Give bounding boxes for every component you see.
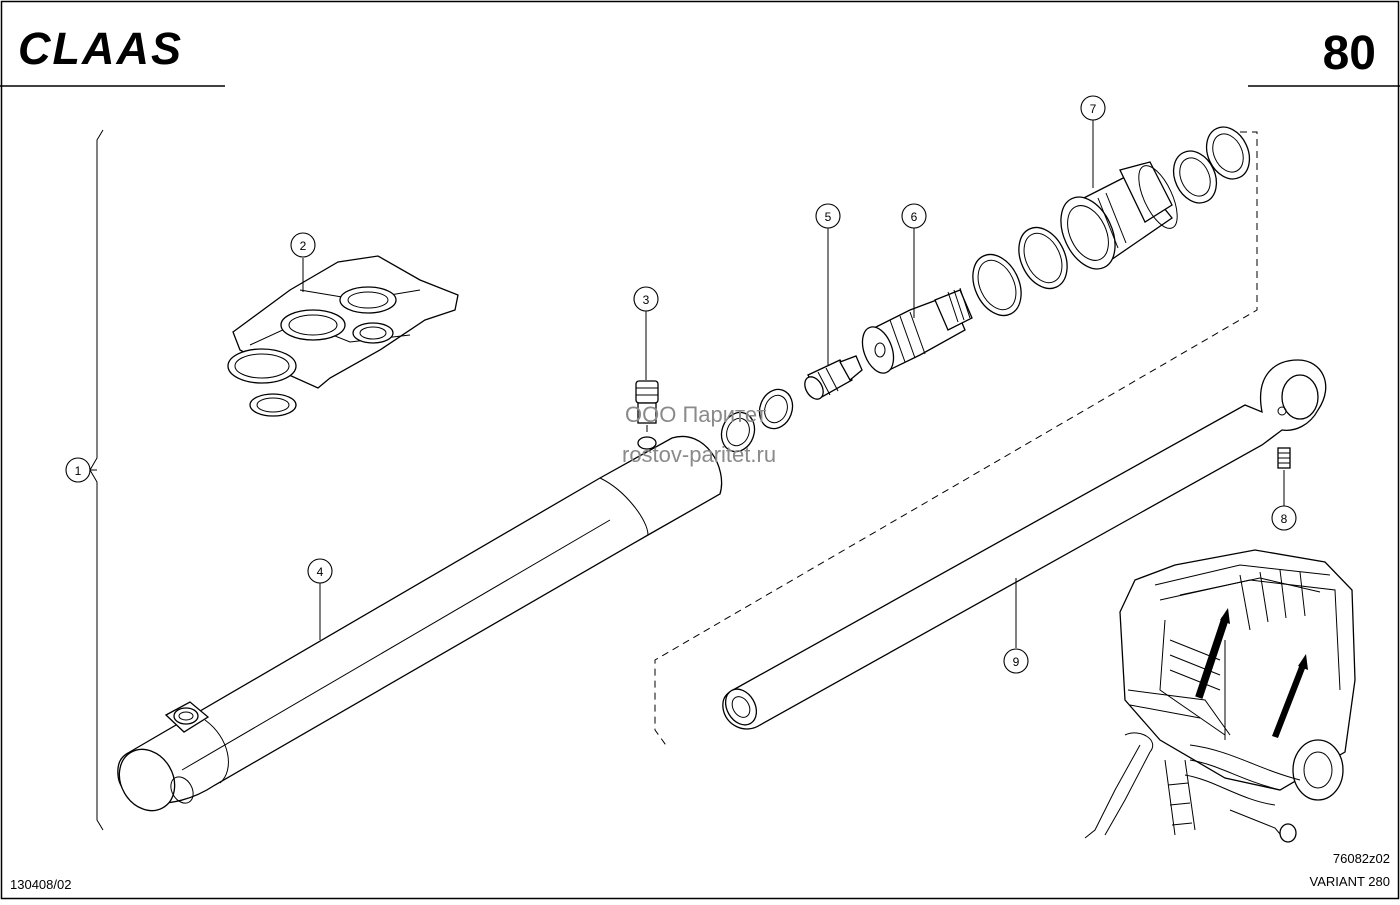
callout-2-label: 2 [300,239,307,253]
callout-5-label: 5 [825,210,832,224]
callout-3: 3 [633,286,659,312]
seal-rings-small [720,388,794,453]
baler-machine-illustration [1084,549,1356,843]
watermark-company: ООО Паритет [625,402,766,427]
callout-8: 8 [1271,505,1297,531]
brand-logo: CLAAS [18,23,183,74]
callout-4-label: 4 [317,565,324,579]
callout-4: 4 [307,558,333,584]
valve-part-5 [804,355,863,400]
doc-code: 130408/02 [10,877,71,892]
callout-8-label: 8 [1281,512,1288,526]
callout-9: 9 [1003,648,1029,674]
page-number: 80 [1323,27,1376,80]
callout-9-label: 9 [1013,655,1020,669]
piston-rod-part-9 [722,359,1327,730]
cylinder-head-part-7 [1060,126,1251,270]
o-rings-part-7 [972,226,1068,317]
callout-6: 6 [901,203,927,229]
drawing-code: 76082z02 [1333,851,1390,866]
piston-part-6 [861,287,973,374]
callout-7: 7 [1080,95,1106,121]
callout-1-label: 1 [75,464,82,478]
assembly-guide-dashed [654,131,1258,749]
callout-5: 5 [815,203,841,229]
assembly-bracket-1 [89,129,104,831]
cylinder-tube-part-4 [117,435,723,812]
callout-6-label: 6 [911,210,918,224]
leader-lines [90,120,1285,648]
grease-nipple-part-8 [1277,447,1291,469]
callout-7-label: 7 [1090,102,1097,116]
seal-kit-part-2 [227,255,459,417]
callout-2: 2 [290,232,316,258]
callout-3-label: 3 [643,293,650,307]
model-name: VARIANT 280 [1310,874,1390,889]
callout-1: 1 [65,457,91,483]
watermark-url: rostov-paritet.ru [622,442,776,467]
fitting-part-3 [635,380,659,450]
